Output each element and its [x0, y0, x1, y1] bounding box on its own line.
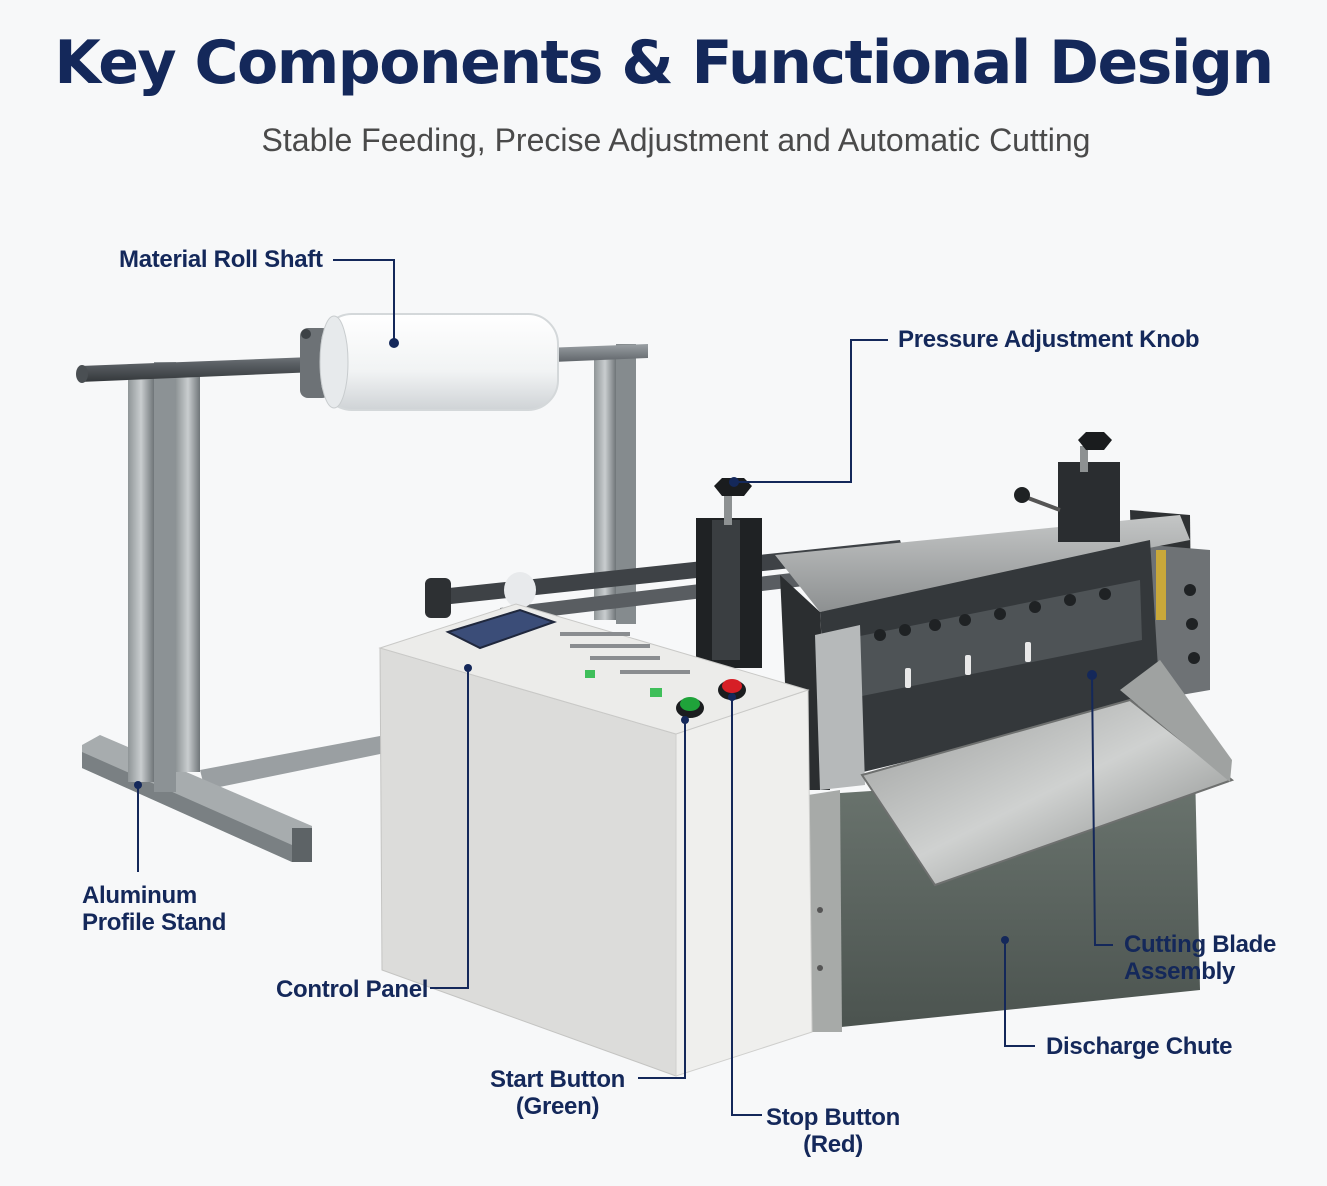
label-aluminum-profile-stand-line1: Aluminum [82, 882, 197, 909]
page-subtitle: Stable Feeding, Precise Adjustment and A… [261, 122, 1091, 158]
label-aluminum-profile-stand-line2: Profile Stand [82, 909, 227, 936]
label-aluminum-profile-stand: Aluminum Profile Stand [82, 882, 226, 936]
label-stop-button-line1: Stop Button [766, 1104, 900, 1131]
label-stop-button: Stop Button (Red) [766, 1104, 900, 1158]
page-title: Key Components & Functional Design [54, 28, 1274, 98]
callout-line-stop-button [731, 697, 762, 1116]
callout-line-cutting-blade-assembly [1091, 674, 1113, 946]
callout-dots [134, 338, 1097, 944]
discharge-chute [860, 660, 1235, 887]
label-material-roll-shaft: Material Roll Shaft [119, 246, 323, 273]
label-discharge-chute: Discharge Chute [1046, 1033, 1233, 1060]
label-cutting-blade-assembly: Cutting Blade Assembly [1124, 931, 1276, 985]
label-stop-button-line2: (Red) [803, 1131, 863, 1158]
callout-line-material-roll-shaft [333, 259, 395, 343]
callout-line-pressure-adjustment-knob [734, 339, 888, 483]
material-roll [300, 313, 559, 411]
label-pressure-adjustment-knob: Pressure Adjustment Knob [898, 326, 1200, 353]
start-button [676, 697, 704, 718]
label-control-panel: Control Panel [276, 976, 429, 1003]
label-start-button: Start Button (Green) [490, 1066, 625, 1120]
label-cutting-blade-assembly-line1: Cutting Blade [1124, 931, 1277, 958]
label-start-button-line1: Start Button [490, 1066, 626, 1093]
label-start-button-line2: (Green) [515, 1093, 600, 1120]
callout-line-control-panel [430, 668, 469, 989]
control-box [378, 603, 813, 1077]
pressure-adjustment-knob-right [1078, 432, 1112, 450]
callout-line-start-button [638, 720, 686, 1079]
callout-line-discharge-chute [1004, 940, 1035, 1047]
label-cutting-blade-assembly-line2: Assembly [1124, 958, 1235, 985]
callout-lines [137, 259, 1113, 1116]
stop-button [718, 679, 746, 700]
